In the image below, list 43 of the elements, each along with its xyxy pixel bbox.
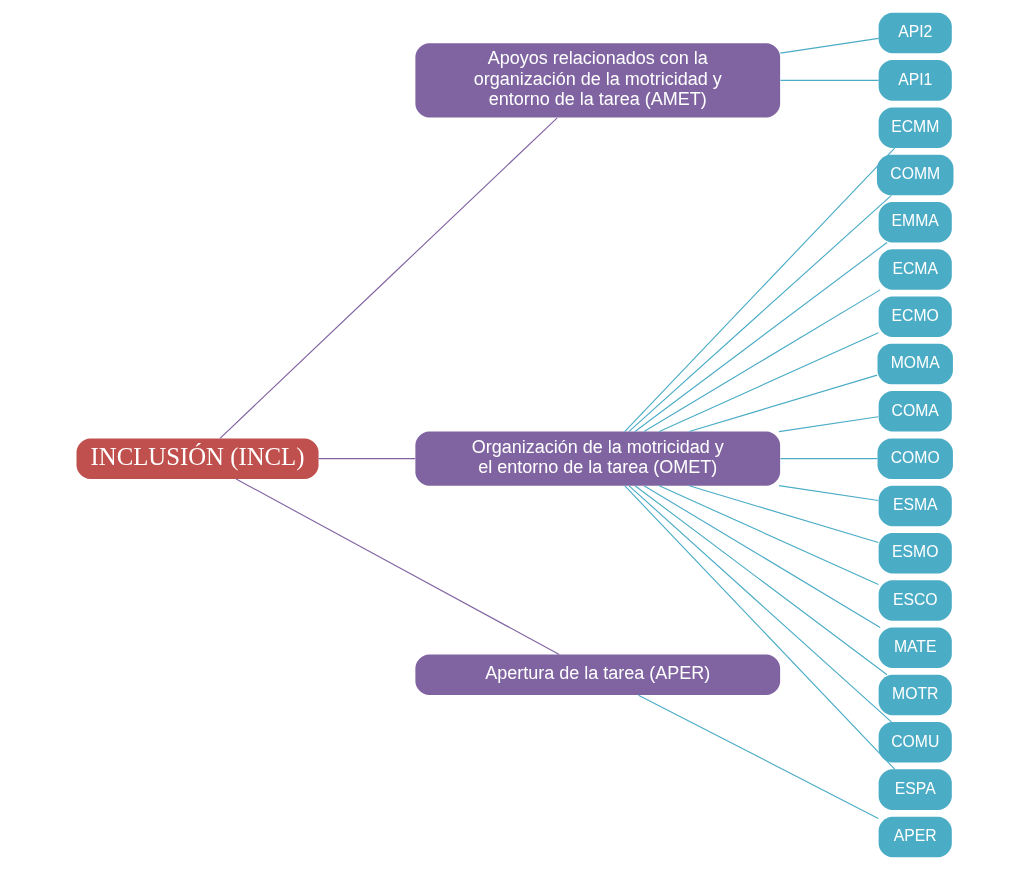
node-box: ESMA (878, 485, 952, 527)
node-box: ECMM (878, 107, 952, 148)
connector (658, 485, 879, 585)
connector (623, 147, 895, 433)
node-box: Apertura de la tarea (APER) (414, 654, 780, 696)
node-box: MOMA (877, 343, 953, 385)
node-box: API1 (878, 60, 952, 101)
node-box: COMA (878, 391, 952, 432)
node-box: Organización de la motricidad y el entorno de la tarea (OMET) (414, 431, 780, 486)
node-box: ECMA (878, 249, 952, 290)
connector (779, 37, 879, 54)
node-box: EMMA (878, 201, 952, 243)
connector (658, 332, 879, 433)
node-box: ESMO (878, 532, 952, 574)
connector (633, 485, 888, 676)
connector (779, 79, 879, 81)
node-box: ESPA (878, 769, 952, 810)
connector (642, 289, 881, 433)
connector (779, 458, 878, 460)
node-box: COMU (878, 722, 952, 763)
node-box: COMO (877, 438, 953, 479)
connector (235, 478, 560, 656)
connector (219, 117, 558, 439)
node-box: INCLUSIÓN (INCL) (76, 438, 319, 479)
node-box: ECMO (878, 296, 952, 338)
connector (628, 194, 892, 432)
node-box: Apoyos relacionados con la organización de la motricidad y entorno de la tarea (AMET) (414, 43, 780, 118)
connector (777, 416, 879, 433)
connector (623, 485, 895, 770)
connector (637, 694, 879, 820)
connector (633, 241, 888, 433)
node-box: ESCO (878, 580, 952, 621)
connector (317, 458, 416, 460)
node-box: COMM (876, 154, 953, 196)
connector (642, 485, 881, 628)
connector (688, 485, 879, 544)
node-box: API2 (878, 12, 952, 54)
connector (688, 374, 878, 433)
connector (777, 485, 879, 502)
node-box: MATE (878, 627, 952, 669)
node-box: APER (878, 816, 952, 858)
connector (628, 485, 892, 723)
node-box: MOTR (878, 674, 952, 716)
